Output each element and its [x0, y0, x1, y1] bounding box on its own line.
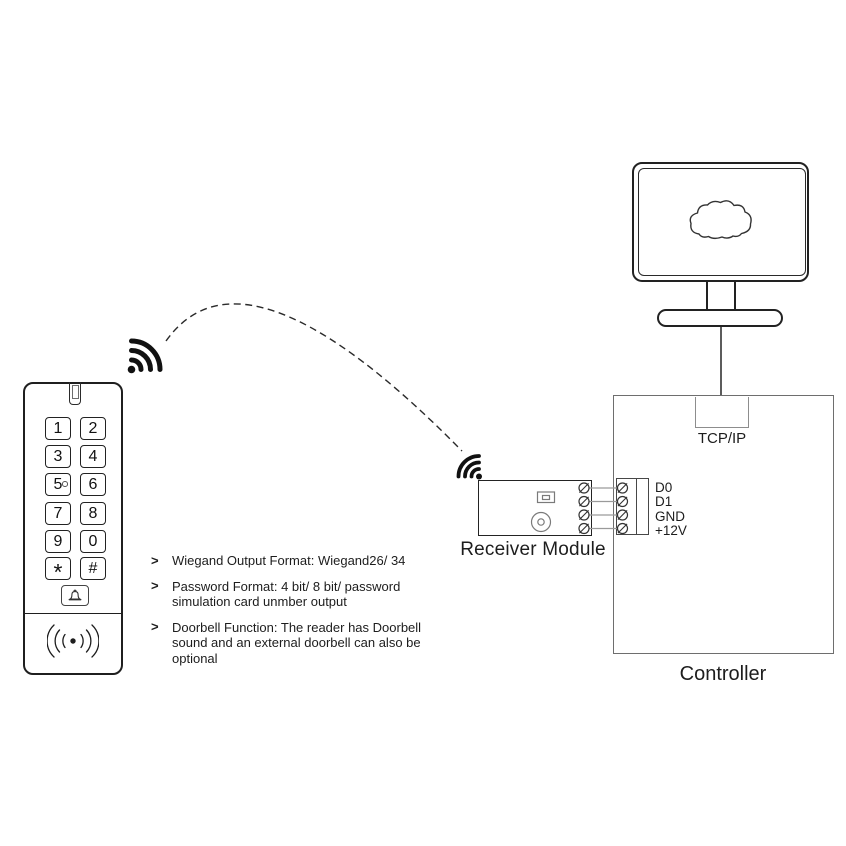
- controller-box: [613, 395, 834, 654]
- key-4-label: 4: [88, 447, 98, 465]
- key-8[interactable]: 8: [80, 502, 106, 525]
- terminal-label-d1: D1: [655, 494, 673, 509]
- monitor-stand-base: [657, 309, 783, 327]
- led-indicator: [72, 385, 79, 399]
- key-3[interactable]: 3: [45, 445, 71, 468]
- keypad-wifi-signal-icon: [127, 338, 163, 374]
- terminal-label-gnd: GND: [655, 508, 685, 524]
- key-1[interactable]: 1: [45, 417, 71, 440]
- monitor-stand-neck: [706, 281, 736, 309]
- bullet-chevron-icon: >: [151, 552, 159, 568]
- key-4[interactable]: 4: [80, 445, 106, 468]
- key-star[interactable]: *: [45, 557, 71, 585]
- feature-text: Wiegand Output Format: Wiegand26/ 34: [172, 553, 406, 568]
- terminal-label-12v: +12V: [655, 523, 687, 538]
- receiver-module-label: Receiver Module: [460, 539, 606, 560]
- key-9-label: 9: [53, 532, 63, 550]
- tcpip-port: [695, 396, 749, 428]
- key-hash[interactable]: #: [80, 557, 106, 580]
- key-2[interactable]: 2: [80, 417, 106, 440]
- panel-divider: [25, 613, 121, 614]
- key-2-label: 2: [88, 419, 98, 437]
- feature-item-wiegand: > Wiegand Output Format: Wiegand26/ 34: [151, 553, 433, 569]
- terminal-label-d0: D0: [655, 479, 673, 495]
- key-7-label: 7: [53, 504, 63, 522]
- controller-label: Controller: [679, 663, 767, 685]
- led-indicator-slot: [69, 382, 81, 405]
- feature-item-doorbell: > Doorbell Function: The reader has Door…: [151, 619, 433, 667]
- bullet-chevron-icon: >: [151, 578, 159, 593]
- monitor: [632, 162, 809, 282]
- key-0[interactable]: 0: [80, 530, 106, 553]
- terminal-block: [616, 478, 649, 535]
- terminal-block-divider: [635, 479, 637, 534]
- bell-icon: [68, 589, 82, 600]
- tcpip-label: TCP/IP: [697, 430, 747, 447]
- key-led-dot: [61, 481, 68, 487]
- key-1-label: 1: [53, 419, 63, 437]
- contactless-reader-icon: [47, 624, 99, 658]
- feature-list: > Wiegand Output Format: Wiegand26/ 34 >…: [151, 553, 433, 676]
- keypad-reader-device: 1 2 3 4 5 6 7 8 9 0 * #: [23, 382, 123, 675]
- key-3-label: 3: [53, 447, 63, 465]
- key-9[interactable]: 9: [45, 530, 71, 553]
- key-5[interactable]: 5: [45, 473, 71, 496]
- key-6-label: 6: [88, 475, 98, 493]
- key-7[interactable]: 7: [45, 502, 71, 525]
- key-hash-label: #: [88, 559, 98, 577]
- key-6[interactable]: 6: [80, 473, 106, 496]
- key-5-label: 5: [53, 475, 63, 493]
- feature-text: Doorbell Function: The reader has Doorbe…: [172, 619, 422, 666]
- key-8-label: 8: [88, 504, 98, 522]
- cloud-icon: [689, 199, 752, 239]
- feature-text: Password Format: 4 bit/ 8 bit/ password …: [172, 578, 401, 610]
- wireless-link-dashed-curve: [165, 303, 463, 452]
- monitor-screen: [637, 167, 806, 276]
- key-0-label: 0: [88, 532, 98, 550]
- receiver-module-box: [478, 480, 592, 536]
- key-star-label: *: [53, 559, 63, 585]
- bullet-chevron-icon: >: [151, 619, 159, 634]
- feature-item-password: > Password Format: 4 bit/ 8 bit/ passwor…: [151, 578, 433, 610]
- doorbell-button[interactable]: [61, 585, 89, 606]
